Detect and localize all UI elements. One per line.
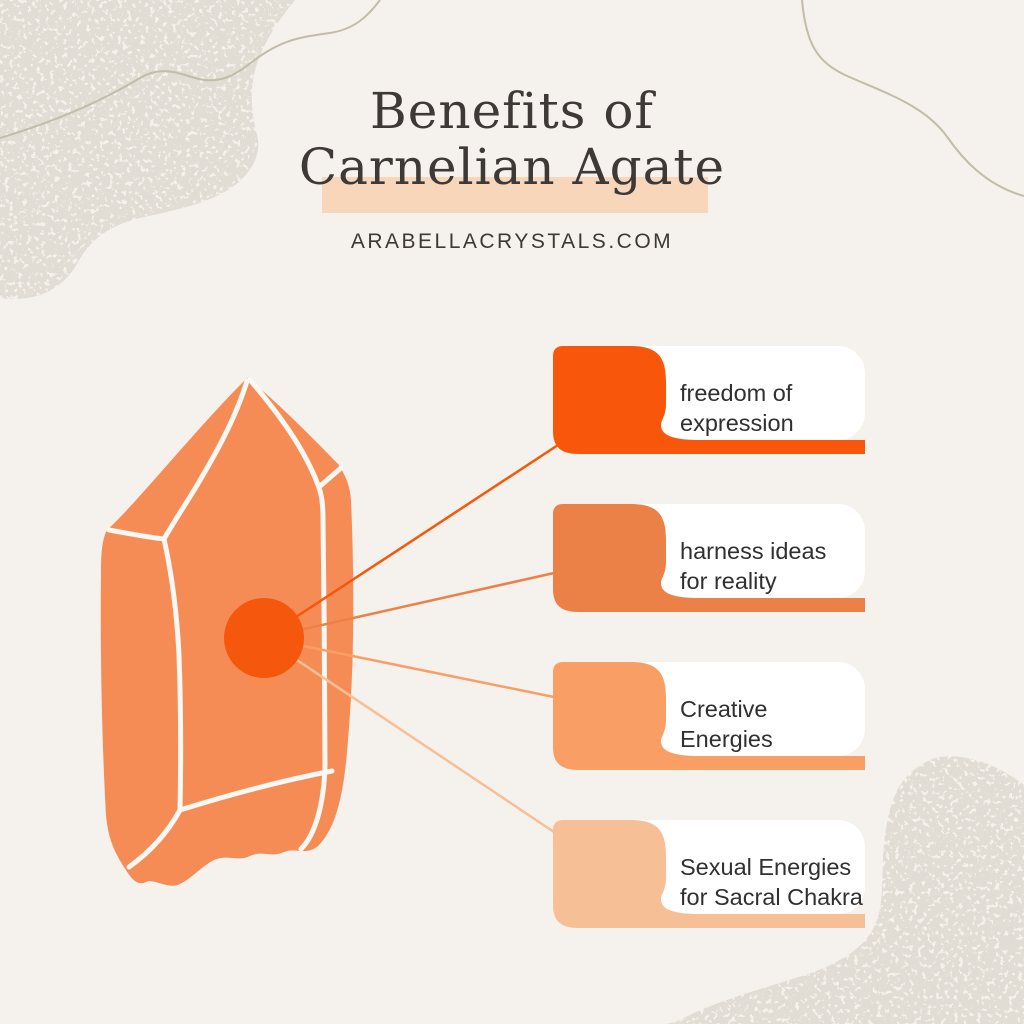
connector-line-4 bbox=[263, 636, 555, 834]
website-url: ARABELLACRYSTALS.COM bbox=[350, 230, 674, 253]
facet-line bbox=[126, 807, 183, 870]
card-label-sexual-energies: Sexual Energies for Sacral Chakra bbox=[680, 854, 863, 910]
benefit-card-3 bbox=[553, 662, 865, 770]
benefit-card-1 bbox=[553, 346, 865, 454]
squiggle-line-top-right bbox=[801, 0, 1024, 197]
connector-line-1 bbox=[263, 443, 559, 640]
connector-lines bbox=[263, 443, 559, 834]
facet-line bbox=[161, 536, 184, 813]
page-title-line-1: Benefits of bbox=[370, 82, 654, 140]
card-label-harness-ideas: harness ideas for reality bbox=[680, 538, 827, 594]
card-label-freedom-of-expression: freedom of expression bbox=[680, 380, 794, 436]
title-highlight-bar bbox=[322, 177, 708, 213]
facet-line bbox=[161, 378, 250, 542]
facet-line bbox=[177, 768, 335, 813]
squiggle-line-top-left bbox=[0, 0, 381, 139]
benefit-card-4 bbox=[553, 820, 865, 928]
connector-line-3 bbox=[263, 636, 555, 699]
crystal-facet-lines bbox=[106, 377, 344, 870]
texture-blob-top-left bbox=[0, 0, 295, 299]
facet-line bbox=[247, 377, 328, 852]
facet-line bbox=[106, 527, 167, 542]
card-label-creative-energies: Creative Energies bbox=[680, 696, 773, 752]
page-title-line-2: Carnelian Agate bbox=[298, 138, 726, 196]
benefit-card-2 bbox=[553, 504, 865, 612]
connector-line-2 bbox=[263, 571, 555, 640]
texture-blob-bottom-right bbox=[664, 756, 1024, 1024]
crystal-core-dot bbox=[224, 598, 304, 678]
facet-line bbox=[316, 465, 344, 490]
